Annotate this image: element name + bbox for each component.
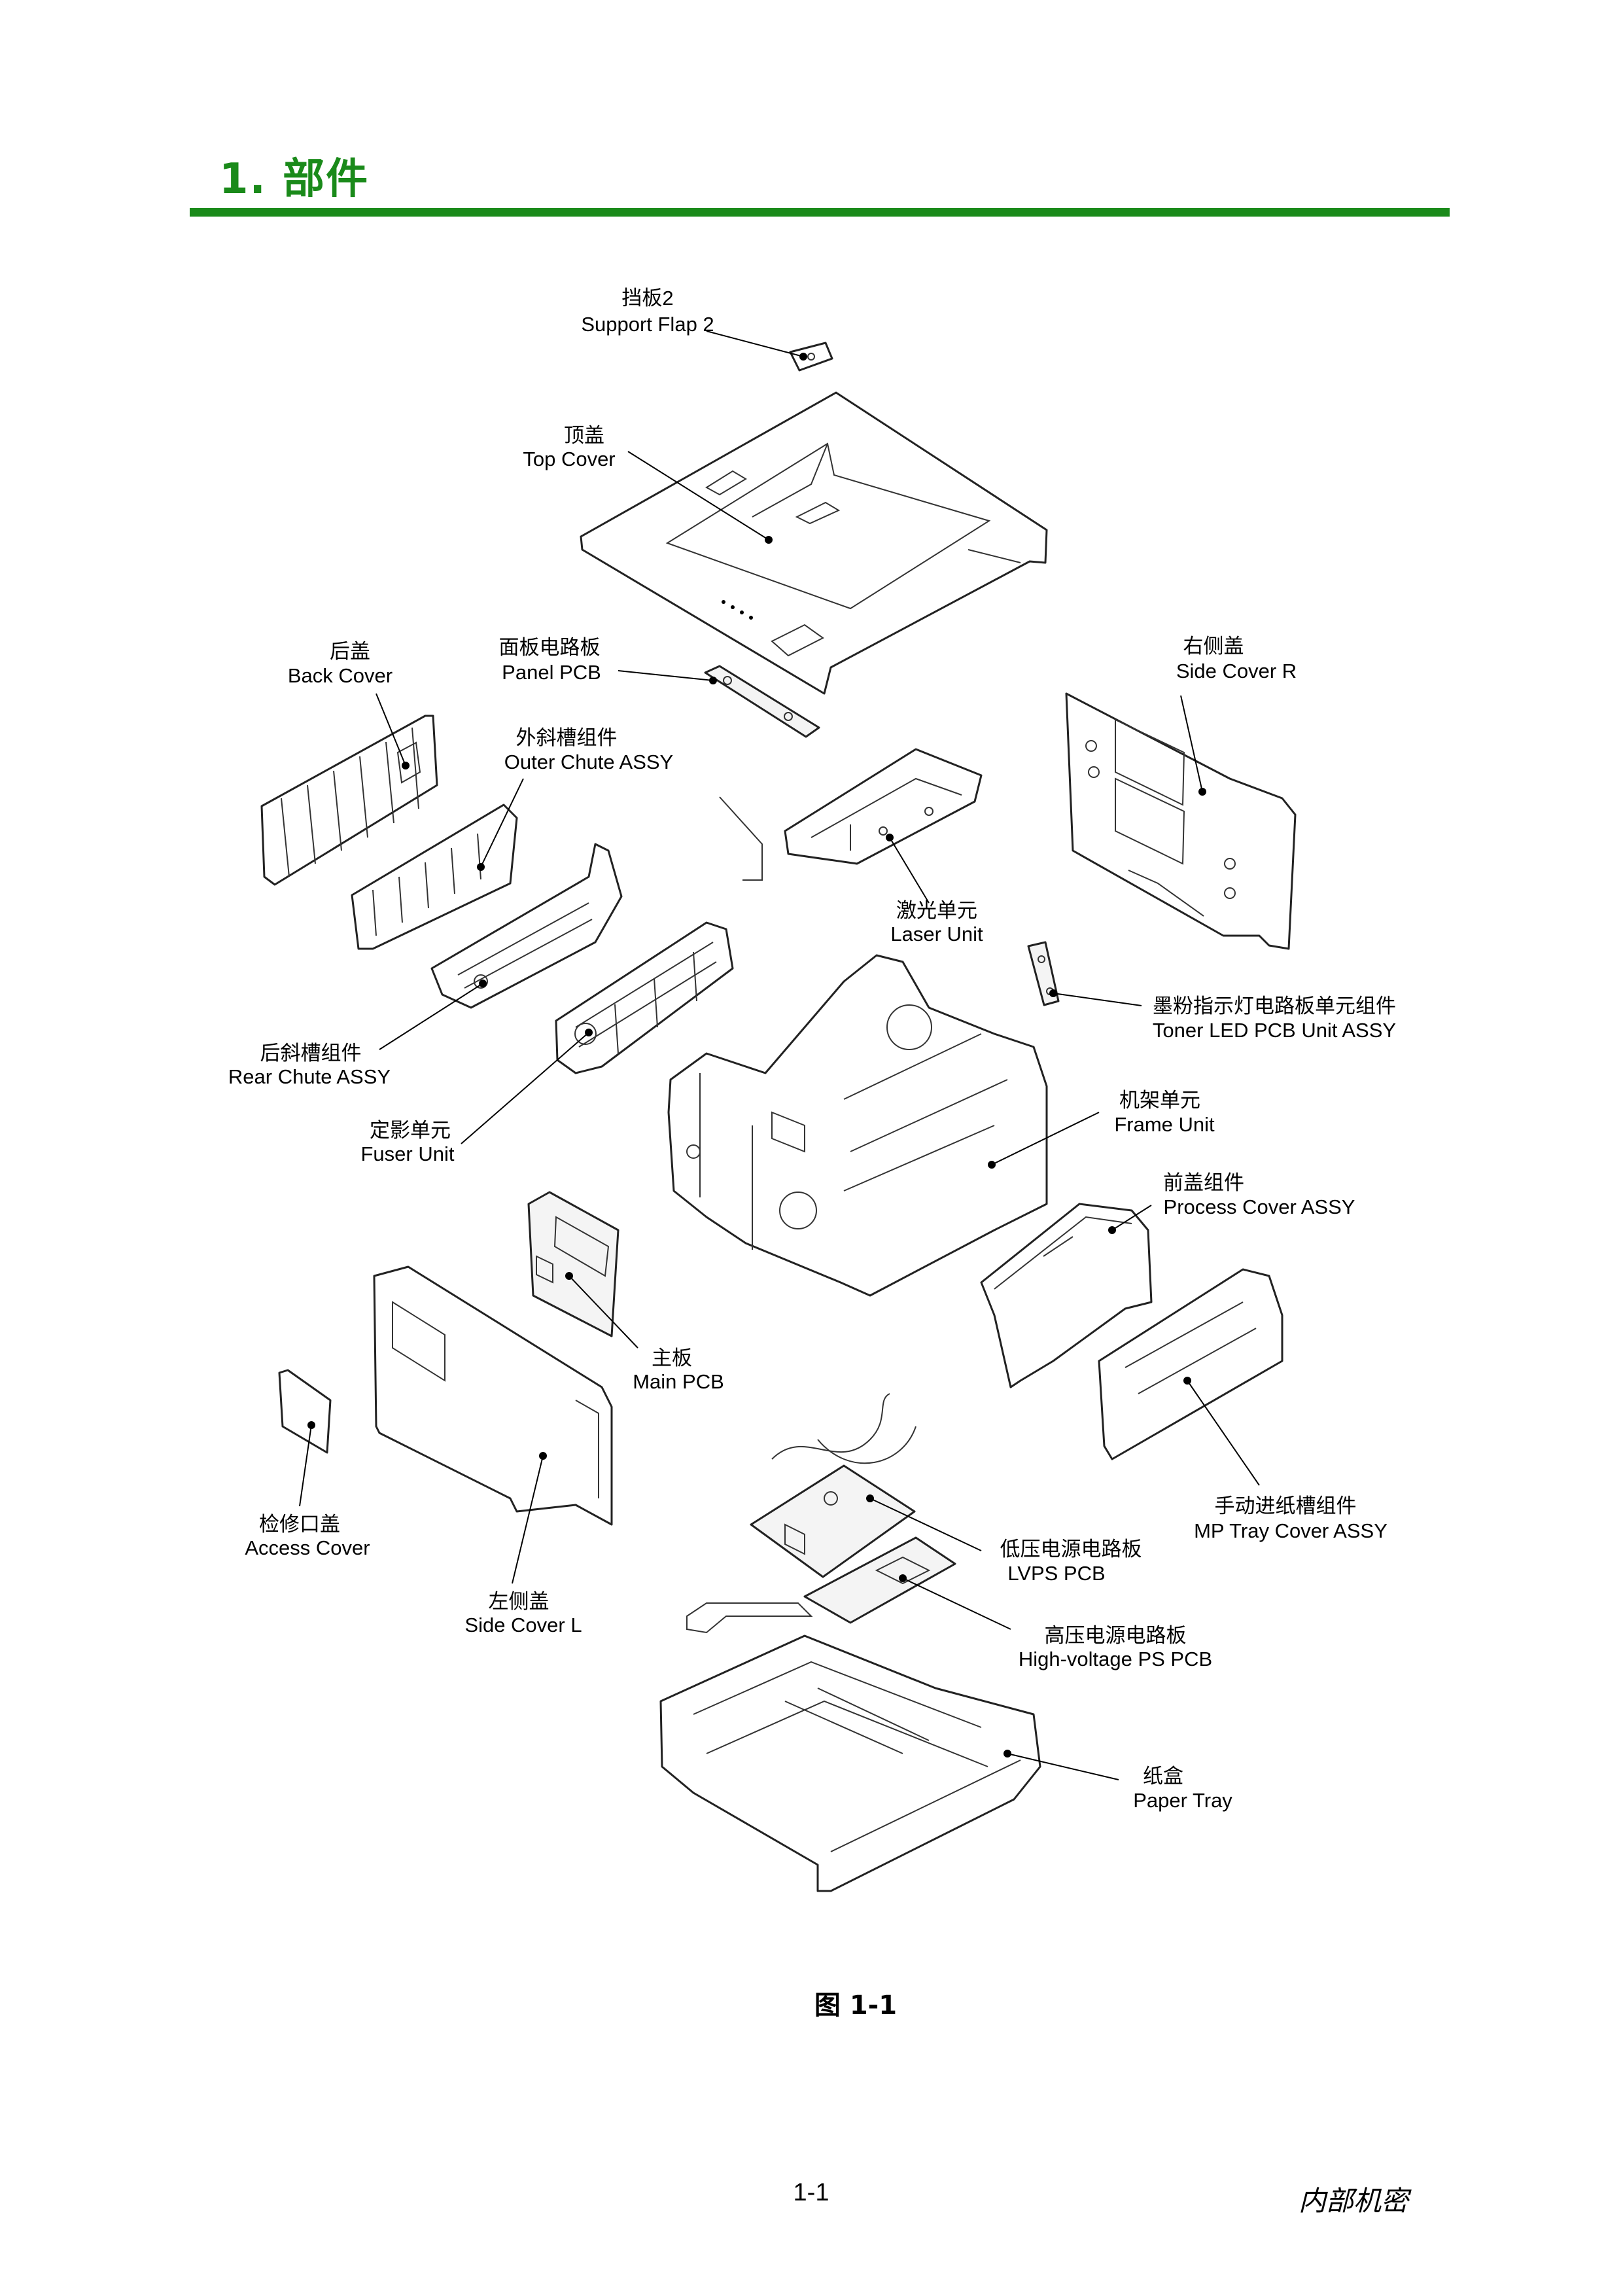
svg-text:检修口盖: 检修口盖 <box>259 1513 340 1536</box>
frame-unit-part <box>667 954 1048 1297</box>
svg-text:低压电源电路板: 低压电源电路板 <box>1000 1538 1142 1561</box>
svg-text:Toner LED PCB Unit ASSY: Toner LED PCB Unit ASSY <box>1153 1019 1396 1042</box>
svg-text:纸盒: 纸盒 <box>1143 1765 1183 1788</box>
svg-text:Outer Chute ASSY: Outer Chute ASSY <box>504 751 673 773</box>
hv-ps-pcb-part <box>686 1536 956 1634</box>
svg-text:Back Cover: Back Cover <box>288 664 393 687</box>
paper-tray-part <box>659 1634 1041 1892</box>
page-number: 1-1 <box>793 2179 829 2206</box>
svg-text:Access Cover: Access Cover <box>245 1536 370 1559</box>
toner-led-pcb-part <box>1027 941 1060 1006</box>
svg-text:定影单元: 定影单元 <box>370 1119 451 1142</box>
callout-support-flap-2: 挡板2 Support Flap 2 <box>581 287 714 336</box>
callout-panel-pcb: 面板电路板 Panel PCB <box>499 636 601 684</box>
lvps-pcb-part <box>750 1393 916 1578</box>
svg-text:Side Cover L: Side Cover L <box>464 1614 582 1636</box>
callout-mp-tray-cover-assy: 手动进纸槽组件 MP Tray Cover ASSY <box>1194 1494 1387 1542</box>
laser-unit-part <box>719 748 983 881</box>
process-cover-part <box>980 1203 1153 1388</box>
access-cover-part <box>278 1369 332 1454</box>
outer-chute-part <box>351 804 518 950</box>
svg-text:High-voltage PS PCB: High-voltage PS PCB <box>1019 1648 1212 1670</box>
svg-text:墨粉指示灯电路板单元组件: 墨粉指示灯电路板单元组件 <box>1153 995 1396 1017</box>
callout-outer-chute-assy: 外斜槽组件 Outer Chute ASSY <box>504 726 673 773</box>
svg-text:MP Tray Cover ASSY: MP Tray Cover ASSY <box>1194 1519 1387 1542</box>
svg-text:Frame Unit: Frame Unit <box>1114 1113 1215 1136</box>
callout-side-cover-l: 左侧盖 Side Cover L <box>464 1590 582 1636</box>
main-pcb-part <box>527 1191 620 1337</box>
svg-text:Main PCB: Main PCB <box>633 1370 724 1393</box>
callout-en: Support Flap 2 <box>581 313 714 336</box>
svg-text:Paper Tray: Paper Tray <box>1133 1789 1232 1812</box>
figure-caption: 图 1-1 <box>814 1990 898 2021</box>
callout-rear-chute-assy: 后斜槽组件 Rear Chute ASSY <box>228 1042 391 1088</box>
svg-text:高压电源电路板: 高压电源电路板 <box>1045 1624 1187 1647</box>
svg-text:机架单元: 机架单元 <box>1119 1089 1200 1112</box>
leader-lines <box>299 330 1260 1780</box>
callout-paper-tray: 纸盒 Paper Tray <box>1133 1765 1232 1812</box>
side-cover-l-part <box>373 1265 613 1526</box>
callout-main-pcb: 主板 Main PCB <box>633 1347 724 1393</box>
section-title: 1. 部件 <box>219 155 370 203</box>
callout-toner-led-pcb-unit-assy: 墨粉指示灯电路板单元组件 Toner LED PCB Unit ASSY <box>1153 995 1396 1042</box>
svg-text:后斜槽组件: 后斜槽组件 <box>260 1042 362 1065</box>
fuser-unit-part <box>555 921 734 1074</box>
svg-text:Fuser Unit: Fuser Unit <box>361 1142 455 1165</box>
svg-text:激光单元: 激光单元 <box>896 899 977 922</box>
svg-text:LVPS PCB: LVPS PCB <box>1007 1562 1105 1585</box>
svg-text:Process Cover ASSY: Process Cover ASSY <box>1164 1195 1355 1218</box>
callout-high-voltage-ps-pcb: 高压电源电路板 High-voltage PS PCB <box>1019 1624 1212 1670</box>
callout-back-cover: 后盖 Back Cover <box>288 640 393 687</box>
svg-text:右侧盖: 右侧盖 <box>1183 635 1244 658</box>
side-cover-r-part <box>1065 692 1297 950</box>
callout-fuser-unit: 定影单元 Fuser Unit <box>361 1119 455 1165</box>
top-cover-part <box>580 391 1048 695</box>
support-flap-2-part <box>789 342 833 372</box>
svg-text:面板电路板: 面板电路板 <box>499 636 601 659</box>
callout-side-cover-r: 右侧盖 Side Cover R <box>1176 635 1297 682</box>
svg-text:Panel PCB: Panel PCB <box>502 661 601 684</box>
confidentiality-mark: 内部机密 <box>1299 2185 1409 2217</box>
rear-chute-part <box>430 843 623 1009</box>
callout-access-cover: 检修口盖 Access Cover <box>245 1513 370 1559</box>
svg-text:顶盖: 顶盖 <box>564 424 604 447</box>
svg-text:Rear Chute ASSY: Rear Chute ASSY <box>228 1065 391 1088</box>
callout-frame-unit: 机架单元 Frame Unit <box>1114 1089 1215 1136</box>
svg-text:Laser Unit: Laser Unit <box>890 923 983 945</box>
title-rule <box>190 208 1450 217</box>
svg-text:左侧盖: 左侧盖 <box>489 1590 550 1613</box>
panel-pcb-part <box>704 665 820 738</box>
callout-zh: 挡板2 <box>621 287 673 309</box>
svg-text:手动进纸槽组件: 手动进纸槽组件 <box>1215 1494 1357 1517</box>
svg-text:前盖组件: 前盖组件 <box>1163 1171 1244 1194</box>
svg-text:Side Cover R: Side Cover R <box>1176 660 1297 682</box>
svg-text:后盖: 后盖 <box>330 640 370 663</box>
callout-lvps-pcb: 低压电源电路板 LVPS PCB <box>1000 1538 1142 1585</box>
back-cover-part <box>260 715 438 886</box>
mp-tray-cover-part <box>1098 1268 1283 1460</box>
svg-text:主板: 主板 <box>652 1347 692 1369</box>
svg-text:Top Cover: Top Cover <box>523 448 615 470</box>
callout-laser-unit: 激光单元 Laser Unit <box>890 899 983 945</box>
svg-text:外斜槽组件: 外斜槽组件 <box>516 726 618 749</box>
callout-top-cover: 顶盖 Top Cover <box>523 424 615 470</box>
callout-process-cover-assy: 前盖组件 Process Cover ASSY <box>1163 1171 1355 1218</box>
